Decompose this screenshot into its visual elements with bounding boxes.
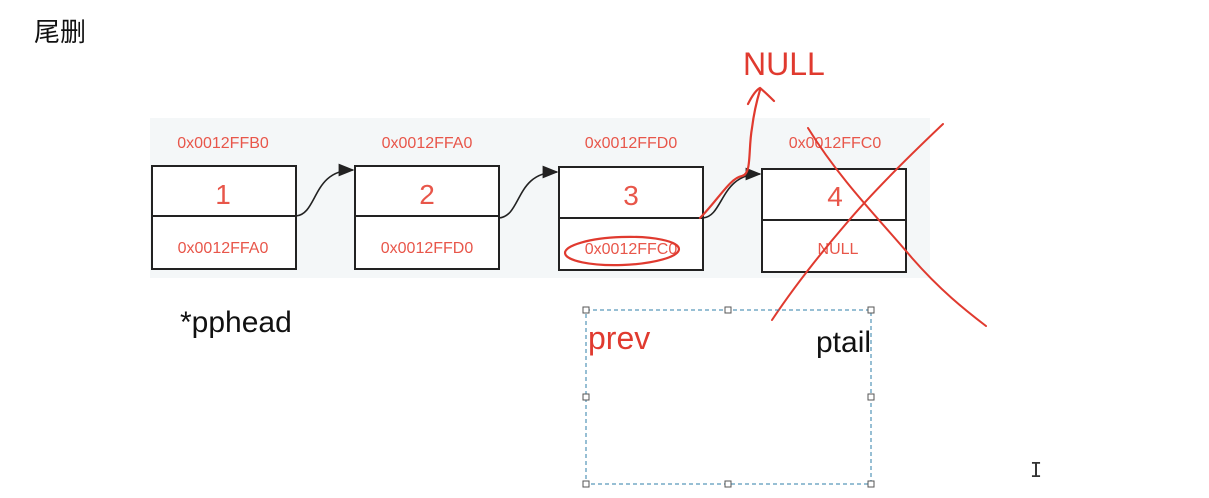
cross-mark-stroke-1 xyxy=(807,127,987,327)
text-cursor-icon: I xyxy=(1030,458,1043,482)
resize-handle xyxy=(867,480,875,488)
node-address: 0x0012FFC0 xyxy=(789,135,882,152)
node-data: 2 xyxy=(419,179,435,210)
node-next: 0x0012FFA0 xyxy=(178,240,269,257)
pphead-label: *pphead xyxy=(180,306,292,339)
page-title: 尾删 xyxy=(34,18,87,48)
node-next: 0x0012FFD0 xyxy=(381,240,474,257)
node-box xyxy=(354,165,500,270)
cross-mark-stroke-2 xyxy=(771,123,944,321)
resize-handle xyxy=(867,306,875,314)
node-data: 1 xyxy=(215,179,231,210)
node-data: 4 xyxy=(827,181,843,212)
selection-frame[interactable] xyxy=(582,306,875,488)
prev-label[interactable]: prev xyxy=(588,320,651,356)
node-3: 0x0012FFD0 3 0x0012FFC0 xyxy=(558,135,704,271)
link-arrow-2-3 xyxy=(498,165,559,219)
resize-handle xyxy=(582,480,590,488)
node-1: 0x0012FFB0 1 0x0012FFA0 xyxy=(151,135,297,270)
null-annotation: NULL xyxy=(743,46,825,82)
node-box xyxy=(151,165,297,270)
resize-handle xyxy=(582,393,590,401)
node-data: 3 xyxy=(623,180,639,211)
resize-handle xyxy=(724,306,732,314)
node-2: 0x0012FFA0 2 0x0012FFD0 xyxy=(354,135,500,270)
ptail-label: ptail xyxy=(816,326,872,359)
resize-handle xyxy=(867,393,875,401)
node-address: 0x0012FFA0 xyxy=(382,135,473,152)
resize-handle xyxy=(582,306,590,314)
node-next: 0x0012FFC0 xyxy=(585,241,678,258)
redirect-to-null-arrow xyxy=(698,88,762,220)
redirect-arrowhead xyxy=(746,86,776,106)
node-4: 0x0012FFC0 4 NULL xyxy=(761,135,907,273)
node-address: 0x0012FFD0 xyxy=(585,135,678,152)
resize-handle xyxy=(724,480,732,488)
node-address: 0x0012FFB0 xyxy=(177,135,269,152)
link-arrow-1-2 xyxy=(295,163,355,217)
circled-pointer-mark xyxy=(563,235,681,267)
link-arrow-3-4 xyxy=(702,167,762,219)
